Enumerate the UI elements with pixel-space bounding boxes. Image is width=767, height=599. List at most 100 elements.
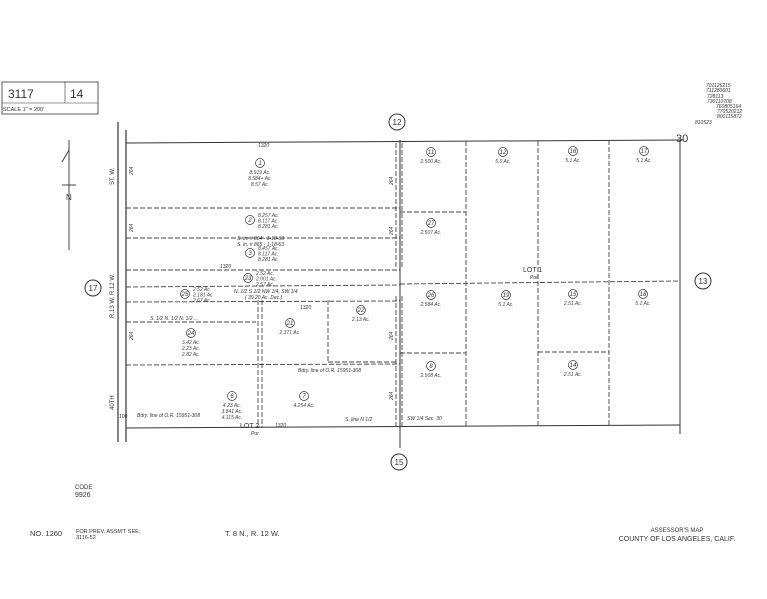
parcel-number-circle: [186, 328, 196, 338]
parcel-26[interactable]: 26 2.584 Ac.: [420, 290, 442, 309]
parcel-7[interactable]: 7 4.254 Ac.: [294, 391, 315, 410]
parcel-number: 7: [302, 394, 306, 400]
parcel-number-circle: [426, 361, 436, 371]
stamp-number: 728113: [707, 94, 724, 100]
stamp-number: 810523: [695, 120, 712, 126]
dimension-label: 264: [389, 331, 395, 341]
parcel-area: 3.841 Ac.: [222, 409, 243, 415]
parcel-19[interactable]: 195.1 Ac.: [498, 290, 514, 309]
parcel-area: 8.281 Ac.: [258, 257, 279, 263]
dimensions: 1320 1320 1320 1320 264 264 264 264 264 …: [119, 143, 395, 429]
parcel-number-circle: [568, 360, 578, 370]
parcel-number: 17: [641, 149, 648, 155]
stamp-number: 770520212: [717, 109, 742, 115]
north-arrow-icon: N: [61, 140, 76, 250]
parcel-15[interactable]: 152.51 Ac.: [563, 289, 582, 308]
parcel-number-circle: [568, 289, 578, 299]
parcel-number-circle: [227, 391, 237, 401]
parcel-number-circle: [255, 158, 265, 168]
parcel-area: 2.13 Ac.: [351, 317, 370, 323]
township-range: T. 8 N., R. 12 W.: [225, 529, 280, 538]
parcel-12[interactable]: 125.0 Ac.: [495, 147, 511, 166]
prev-assessment-label: FOR PREV. ASSM'T SEE:: [76, 529, 141, 535]
parcel-number-circle: [245, 215, 255, 225]
recording-stamps: 701126215 711280601 728113 730110708 760…: [695, 83, 742, 126]
parcel-area: 3.42 Ac.: [182, 340, 200, 346]
parcel-11[interactable]: 112.500 Ac.: [420, 147, 442, 166]
parcel-6[interactable]: 64.23 Ac.3.841 Ac.4.115 Ac.: [222, 391, 243, 422]
parcel-area: 8.919 Ac.: [250, 170, 271, 176]
map-footer: CODE 9926 NO. 1260 FOR PREV. ASSM'T SEE:…: [30, 485, 735, 543]
dimension-label: 1320: [258, 143, 269, 149]
parcel-area: 8.281 Ac.: [258, 224, 279, 230]
parcel-17[interactable]: 175.1 Ac.: [636, 146, 652, 165]
parcel-area: 8.457 Ac.: [258, 246, 279, 252]
parcel-area: 2.181 Ac.: [192, 293, 214, 299]
parcel-area: 8.117 Ac.: [258, 252, 279, 258]
stamp-number: 730110708: [707, 99, 732, 105]
parcel-1[interactable]: 18.919 Ac.8.584+ Ac.8.57 Ac.: [248, 158, 272, 189]
parcel-number-circle: [285, 318, 295, 328]
parcel-22[interactable]: 222.13 Ac.: [351, 305, 370, 324]
parcel-area: 8.584+ Ac.: [248, 176, 272, 182]
parcel-number: 3: [248, 251, 252, 257]
street-labels: ST. W. R.13 W. R.12 W. 40TH: [110, 167, 116, 410]
subdivision-title: N. 1/2 S 1/2 NW 1/4, SW 1/4: [234, 289, 298, 295]
adjacent-page-top[interactable]: 12: [393, 118, 402, 127]
adjacent-page-right[interactable]: 13: [699, 277, 708, 286]
parcel-3[interactable]: 3 8.457 Ac.8.117 Ac.8.281 Ac.: [245, 246, 279, 263]
parcel-number-circle: [568, 146, 578, 156]
boundary-note-2: Bdry. line of O.R. 15951-308: [137, 413, 200, 419]
stamp-number: 711280601: [706, 88, 731, 94]
section-number: 30: [676, 133, 688, 145]
parcel-2[interactable]: 28.257 Ac.8.117 Ac.8.281 Ac.: [245, 213, 279, 230]
parcel-number: 27: [427, 221, 435, 227]
adjacent-page-bottom[interactable]: 15: [395, 458, 404, 467]
dimension-label: 264: [389, 226, 395, 236]
parcel-18[interactable]: 185.1 Ac.: [635, 289, 651, 308]
parcel-16[interactable]: 165.1 Ac.: [565, 146, 581, 165]
parcel-number: 23: [244, 276, 252, 282]
parcel-21[interactable]: 212.371 Ac.: [279, 318, 301, 337]
parcel-14[interactable]: 14 2.51 Ac.: [563, 360, 582, 379]
parcel-area: 2.507 Ac.: [420, 230, 442, 236]
dimension-label: 1320: [220, 264, 231, 270]
prev-assessment-ref: 3116-52: [76, 535, 96, 541]
street-label-40th: 40TH: [110, 395, 116, 410]
parcel-number: 15: [570, 292, 577, 298]
parcel-area: 4.23 Ac.: [223, 403, 241, 409]
parcel-number: 2: [247, 218, 252, 224]
parcel-number: 26: [427, 293, 435, 299]
parcel-number-circle: [498, 147, 508, 157]
parcel-area: 8.117 Ac.: [258, 219, 279, 225]
parcel-25[interactable]: 252.52 Ac.2.181 Ac.2.67 Ac.: [180, 287, 214, 304]
parcel-area: 2.52 Ac.: [192, 287, 211, 293]
s-line-note-2: S. ln. # 865 - 1-18-63: [237, 242, 284, 248]
parcel-number-circle: [426, 290, 436, 300]
parcel-number: 8: [429, 364, 433, 370]
parcel-number: 18: [640, 292, 647, 298]
stamp-number: 760805164: [716, 104, 741, 110]
parcel-area: 2.001 Ac.: [255, 277, 277, 283]
parcel-number-circle: [638, 289, 648, 299]
parcel-area: 2.51 Ac.: [563, 372, 582, 378]
lot-2-sub: Por.: [251, 431, 260, 437]
parcel-8[interactable]: 82.508 Ac.: [420, 361, 442, 380]
parcel-number: 14: [570, 363, 577, 369]
parcel-24[interactable]: 243.42 Ac.2.23 Ac.2.82 Ac.: [181, 328, 200, 359]
code-value: 9926: [75, 492, 91, 499]
parcel-area: 2.584 Ac.: [420, 302, 442, 308]
county-title: COUNTY OF LOS ANGELES, CALIF.: [619, 536, 736, 543]
stamp-number: 800115872: [717, 114, 742, 120]
s-line-note: S. line N 1/2: [345, 417, 372, 423]
parcel-number: 6: [230, 394, 234, 400]
parcel-number-circle: [299, 391, 309, 401]
parcel-27[interactable]: 27 2.507 Ac.: [420, 218, 442, 237]
parcel-area: 2.67 Ac.: [192, 298, 211, 304]
parcel-23[interactable]: 232.52 Ac.2.001 Ac.2.57 Ac.: [243, 271, 277, 288]
parcel-area: 5.0 Ac.: [495, 159, 510, 165]
adjacent-page-left[interactable]: 17: [89, 284, 98, 293]
code-label: CODE: [75, 485, 92, 491]
parcel-area: 4.254 Ac.: [294, 403, 315, 409]
